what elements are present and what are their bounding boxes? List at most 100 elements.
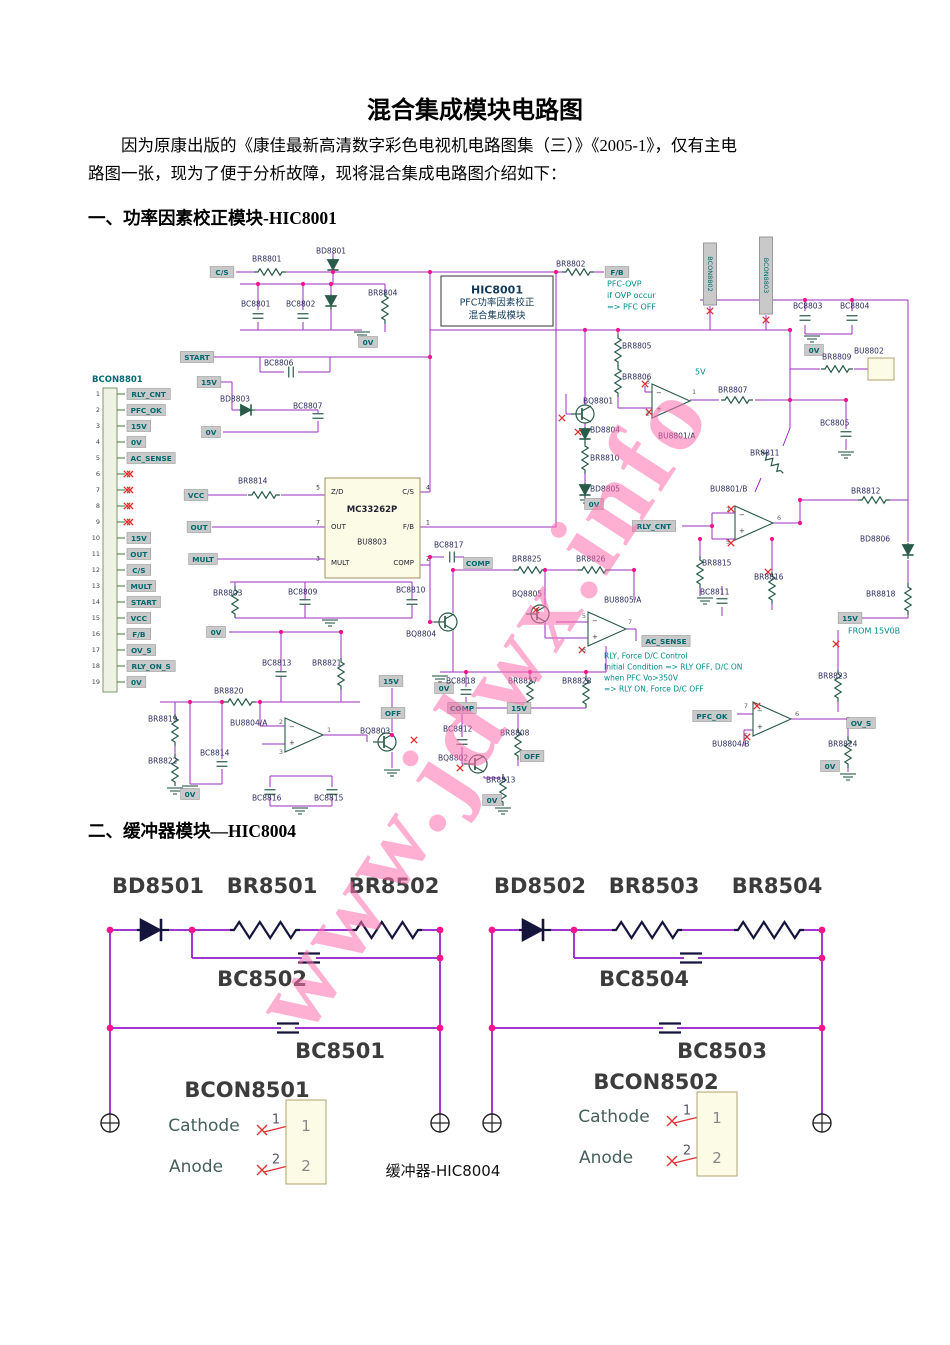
x-mark (123, 502, 131, 510)
x-mark (727, 539, 735, 547)
ground-symbol (384, 769, 400, 777)
text-label: VCC (188, 491, 204, 500)
resistor-symbol (336, 658, 346, 690)
x-mark (123, 470, 131, 478)
x-mark (123, 486, 131, 494)
resistor-symbol (843, 736, 853, 768)
x-mark (126, 486, 134, 494)
resistor-symbol (833, 670, 843, 702)
ground-symbol (697, 597, 713, 605)
text-label: 5 (96, 454, 100, 462)
text-label: COMP (393, 559, 414, 567)
text-label: BR8824 (828, 740, 858, 749)
text-label: 0V (487, 796, 498, 805)
diode-triangle (326, 259, 340, 272)
intro-line-2: 路图一张，现为了便于分析故障，现将混合集成电路图介绍如下： (88, 164, 567, 183)
net-label (447, 702, 477, 714)
text-label: BC8811 (700, 588, 730, 597)
text-label: 8 (96, 502, 100, 510)
net-label (506, 702, 532, 714)
junction-dot (769, 536, 775, 542)
text-label: F/B (610, 268, 624, 277)
diode-triangle (139, 917, 163, 943)
text-label: BQ8803 (360, 727, 390, 736)
junction-dot (257, 699, 263, 705)
capacitor-symbol (799, 315, 811, 321)
text-label: 10 (92, 534, 100, 542)
capacitor-symbol (406, 599, 418, 605)
text-label: 18 (92, 662, 100, 670)
text-label: 2 (279, 718, 283, 726)
text-label: OV_S (851, 719, 872, 728)
transistor-symbol (373, 732, 397, 752)
text-label: AC_SENSE (645, 637, 686, 646)
text-label: BC8812 (443, 725, 473, 734)
x-mark (256, 1164, 268, 1176)
x-mark (706, 307, 714, 315)
net-label (209, 266, 235, 278)
junction-dot (488, 1024, 496, 1032)
junction-dot (330, 269, 336, 275)
resistor-symbol (821, 364, 853, 374)
junction-dot (255, 281, 261, 287)
text-label: BR8819 (148, 715, 178, 724)
text-label: + (739, 527, 745, 535)
capacitor-symbol (264, 789, 276, 795)
net-label (188, 553, 218, 565)
junction-dot (278, 629, 284, 635)
transistor-symbol (526, 604, 550, 624)
text-label: => RLY ON, Force D/C OFF (604, 685, 704, 694)
diode-triangle (240, 403, 253, 417)
text-label: BR8821 (312, 659, 342, 668)
net-label (519, 750, 545, 762)
junction-dot (106, 1024, 114, 1032)
x-mark (641, 380, 649, 388)
text-label: BU8803 (357, 538, 387, 547)
text-label: BU8801/B (710, 485, 747, 494)
resistor-symbol (230, 919, 300, 941)
text-label: 3 (646, 378, 650, 386)
text-label: BR8827 (508, 677, 538, 686)
text-label: 6 (777, 514, 781, 522)
junction-dot (427, 554, 433, 560)
text-label: 0V (809, 346, 820, 355)
junction-dot (463, 669, 469, 675)
junction-dot (389, 732, 395, 738)
net-label (378, 675, 404, 687)
text-label: BR8802 (556, 260, 586, 269)
net-label (846, 717, 876, 729)
resistor-symbol (580, 442, 590, 474)
diode-symbol (901, 543, 915, 559)
junction-dot (843, 397, 849, 403)
component-box (285, 1099, 327, 1185)
net-label (584, 498, 604, 510)
resistor-symbol (380, 292, 390, 324)
diode-triangle (521, 917, 545, 943)
net-label (126, 612, 152, 624)
junction-dot (570, 926, 578, 934)
wire (536, 605, 547, 612)
text-label: BD8502 (494, 874, 586, 898)
text-label: 1 (96, 390, 100, 398)
x-mark (666, 1155, 678, 1167)
net-label (604, 266, 630, 278)
junction-dot (787, 327, 793, 333)
intro-paragraph: 因为原康出版的《康佳最新高清数字彩色电视机电路图集（三）》《2005-1》，仅有… (88, 132, 880, 188)
text-label: AC_SENSE (130, 454, 171, 463)
capacitor-symbol (716, 598, 728, 604)
net-label (380, 707, 406, 719)
text-label: RLY, Force D/C Control (604, 652, 687, 661)
diode-symbol (137, 917, 169, 943)
opamp-symbol (734, 505, 775, 541)
diode-symbol (578, 483, 592, 499)
text-label: FROM 15V0B (848, 627, 900, 636)
text-label: BD8501 (112, 874, 204, 898)
section2-heading: 二、缓冲器模块—HIC8004 (88, 821, 297, 841)
text-label: 3 (316, 556, 320, 563)
text-label: 13 (92, 582, 100, 590)
junction-dot (631, 567, 637, 573)
capacitor-symbol (252, 313, 264, 319)
net-label (820, 760, 840, 772)
resistor-symbol (767, 572, 777, 604)
net-label (126, 388, 171, 400)
